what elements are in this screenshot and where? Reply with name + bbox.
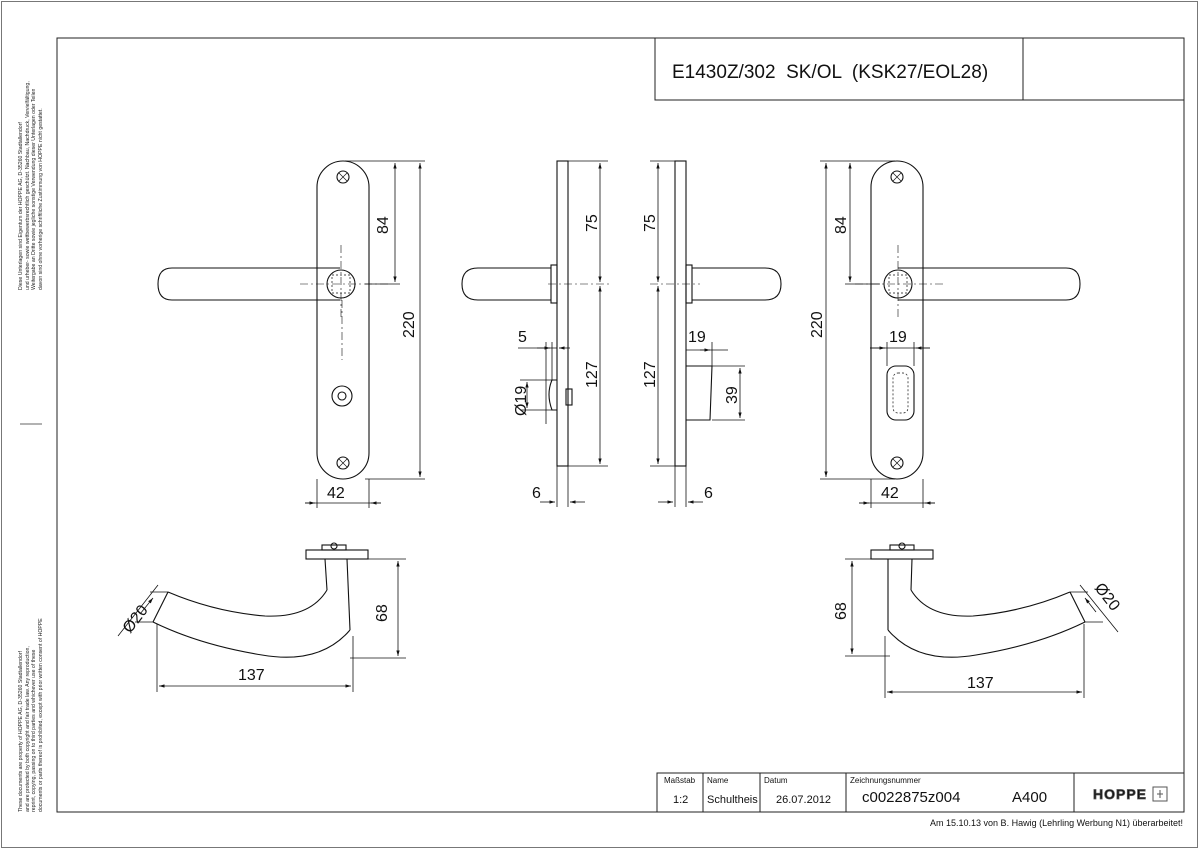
date-value: 26.07.2012 bbox=[776, 794, 831, 806]
dim-5-side-left: 5 bbox=[518, 329, 527, 346]
lever-side-left bbox=[461, 267, 551, 301]
format-value: A400 bbox=[1012, 789, 1047, 806]
lever-curve-left-bottom bbox=[152, 621, 351, 658]
dim-d20-lever-right: Ø20 bbox=[1091, 580, 1123, 614]
side-left-dimensions bbox=[518, 160, 608, 507]
hoppe-logo-mark bbox=[1152, 786, 1168, 802]
lever-top-view-left bbox=[135, 542, 369, 658]
note-line: documents or parts thereof is prohibited… bbox=[37, 618, 44, 812]
front-left-dimensions bbox=[305, 160, 425, 508]
lever-curve-right-top bbox=[910, 589, 1071, 617]
dim-127-side-left: 127 bbox=[584, 361, 601, 388]
dim-84-left: 84 bbox=[375, 216, 392, 234]
hoppe-logo: HOPPE bbox=[1093, 786, 1147, 802]
lever-front-right bbox=[898, 267, 1081, 301]
dim-127-side-right: 127 bbox=[642, 361, 659, 388]
lever-curve-right-bottom bbox=[887, 621, 1086, 658]
dim-19-right: 19 bbox=[889, 329, 907, 346]
dim-137-lever-left: 137 bbox=[238, 667, 265, 684]
copyright-note-german: Diese Unterlagen sind Eigentum der HOPPE… bbox=[18, 81, 44, 290]
date-label: Datum bbox=[764, 776, 788, 785]
plate-side-right bbox=[674, 160, 687, 467]
side-right-dimensions bbox=[650, 160, 745, 507]
scale-value: 1:2 bbox=[673, 794, 688, 806]
front-view-right bbox=[855, 160, 1081, 480]
dim-d19-side-left: Ø19 bbox=[513, 386, 530, 416]
lever-left-dimensions bbox=[117, 558, 406, 692]
dim-42-left: 42 bbox=[327, 485, 345, 502]
dim-d20-lever-left: Ø20 bbox=[120, 602, 152, 636]
note-line: davon sind ohne vorherige schriftliche Z… bbox=[37, 108, 44, 290]
drawing-title: E1430Z/302 SK/OL (KSK27/EOL28) bbox=[672, 62, 988, 83]
scale-label: Maßstab bbox=[664, 776, 696, 785]
lever-side-right bbox=[692, 267, 782, 301]
side-view-right bbox=[650, 160, 782, 467]
dim-75-side-right: 75 bbox=[642, 214, 659, 232]
drawing-no-label: Zeichnungsnummer bbox=[850, 776, 921, 785]
dim-19-side-right: 19 bbox=[688, 329, 706, 346]
dim-6-side-left: 6 bbox=[532, 485, 541, 502]
dim-75-side-left: 75 bbox=[584, 214, 601, 232]
lever-curve-left-top bbox=[167, 589, 328, 617]
dim-68-lever-left: 68 bbox=[374, 604, 391, 622]
cylinder-side-right bbox=[686, 365, 713, 421]
lever-front-left bbox=[157, 267, 340, 301]
side-view-left bbox=[461, 160, 610, 467]
rose-side-left bbox=[548, 379, 557, 411]
front-right-dimensions bbox=[820, 160, 935, 508]
drawing-no-value: c0022875z004 bbox=[862, 789, 960, 806]
copyright-note-english: These documents are property of HOPPE AG… bbox=[18, 618, 44, 812]
dim-220-left: 220 bbox=[401, 311, 418, 338]
backplate-left bbox=[316, 160, 370, 480]
front-view-left bbox=[157, 160, 390, 480]
lever-top-view-right bbox=[870, 542, 1103, 658]
keyhole-left bbox=[331, 385, 353, 407]
dim-220-right: 220 bbox=[809, 311, 826, 338]
title-box: E1430Z/302 SK/OL (KSK27/EOL28) bbox=[654, 37, 1185, 101]
cylinder-cutout-right bbox=[886, 365, 915, 421]
revision-note: Am 15.10.13 von B. Hawig (Lehrling Werbu… bbox=[930, 818, 1183, 828]
name-value: Schultheis bbox=[707, 794, 758, 806]
dim-137-lever-right: 137 bbox=[967, 675, 994, 692]
name-label: Name bbox=[707, 776, 729, 785]
plate-side-left bbox=[556, 160, 569, 467]
dim-84-right: 84 bbox=[833, 216, 850, 234]
note-line: Weitergabe an Dritte sowie jegliche sons… bbox=[31, 88, 37, 290]
lever-right-dimensions bbox=[845, 558, 1119, 698]
title-block bbox=[656, 772, 1185, 813]
backplate-right bbox=[870, 160, 924, 480]
dim-6-side-right: 6 bbox=[704, 485, 713, 502]
dim-68-lever-right: 68 bbox=[833, 602, 850, 620]
dim-42-right: 42 bbox=[881, 485, 899, 502]
drawing-frame bbox=[56, 37, 1185, 813]
dim-39-side-right: 39 bbox=[724, 386, 741, 404]
